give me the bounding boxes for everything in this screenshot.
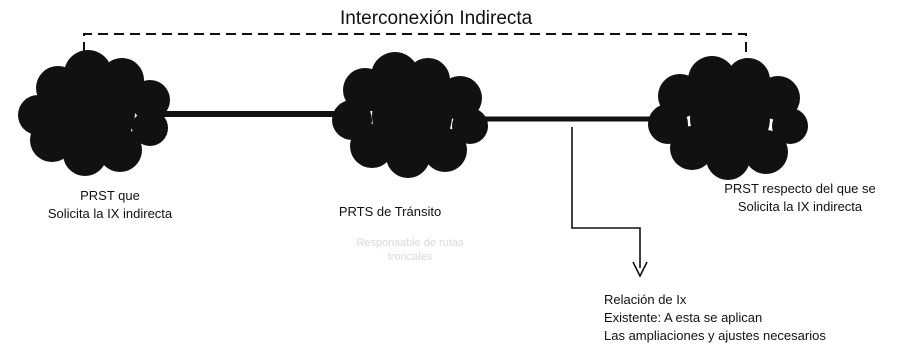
node-right-label: PRST respecto del que se Solicita la IX …: [700, 180, 900, 216]
node-center-note: Responsable de rutas troncales: [310, 236, 510, 264]
cloud-center-icon: [332, 52, 488, 178]
node-center-line1: PRTS de Tránsito: [338, 204, 442, 219]
node-left-line2: Solicita la IX indirecta: [47, 206, 173, 221]
relation-label: Relación de Ix Existente: A esta se apli…: [604, 291, 826, 345]
relation-line3: Las ampliaciones y ajustes necesarios: [604, 328, 826, 343]
relation-connector: [571, 127, 641, 268]
relation-arrowhead: [632, 261, 648, 278]
relation-line2: Existente: A esta se aplican: [604, 310, 763, 325]
node-center-note-line1: Responsable de rutas: [356, 237, 464, 249]
node-right-line2: Solicita la IX indirecta: [737, 199, 863, 214]
node-right-line1: PRST respecto del que se: [724, 181, 876, 196]
cloud-left-icon: [18, 50, 170, 176]
cloud-right-icon: [648, 56, 808, 180]
node-center-label: PRTS de Tránsito: [310, 203, 470, 221]
node-center-note-line2: troncales: [387, 251, 433, 263]
diagram-title: Interconexión Indirecta: [336, 8, 537, 30]
node-left-label: PRST que Solicita la IX indirecta: [30, 187, 190, 223]
node-left-line1: PRST que: [80, 188, 140, 203]
relation-line1: Relación de Ix: [604, 292, 687, 307]
